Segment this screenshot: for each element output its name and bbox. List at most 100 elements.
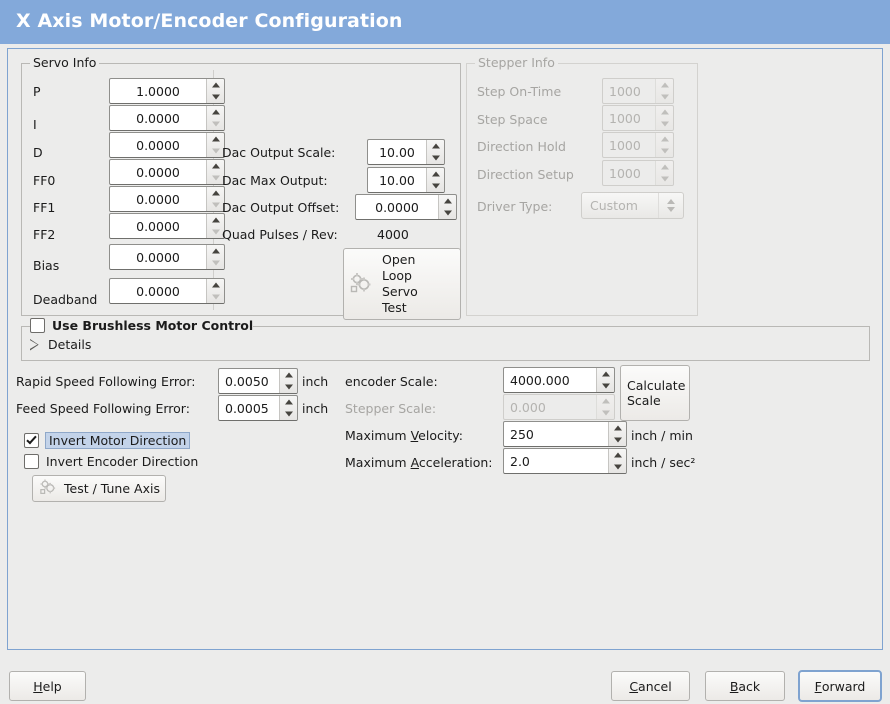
spin-ff0-value[interactable]: 0.0000 (136, 164, 180, 180)
spin-ff0[interactable]: 0.0000 (109, 159, 225, 185)
chevron-updown-icon[interactable] (658, 193, 683, 218)
spin-p-buttons[interactable] (206, 79, 224, 103)
spin-maximum-velocity[interactable]: 250 (503, 421, 627, 447)
spin-step-space-buttons[interactable] (655, 106, 673, 130)
spin-i-up-icon[interactable] (207, 106, 224, 118)
spin-dac-output-offset-buttons[interactable] (438, 195, 456, 219)
spin-dac-output-offset-down-icon[interactable] (439, 207, 456, 219)
spin-stepper-scale-buttons[interactable] (596, 395, 614, 419)
spin-dac-output-scale-up-icon[interactable] (427, 140, 444, 152)
spin-maximum-velocity-buttons[interactable] (608, 422, 626, 446)
spin-maximum-acceleration-up-icon[interactable] (609, 449, 626, 461)
driver-type-value[interactable]: Custom (590, 198, 638, 213)
spin-dac-output-offset[interactable]: 0.0000 (355, 194, 457, 220)
spin-ff0-buttons[interactable] (206, 160, 224, 184)
spin-p-up-icon[interactable] (207, 79, 224, 91)
checkbox-box-invert-encoder[interactable] (24, 454, 39, 469)
spin-rapid-following-error-buttons[interactable] (279, 369, 297, 393)
spin-ff1[interactable]: 0.0000 (109, 186, 225, 212)
spin-i-value[interactable]: 0.0000 (136, 110, 180, 126)
spin-d-buttons[interactable] (206, 133, 224, 157)
spin-deadband-value[interactable]: 0.0000 (136, 283, 180, 299)
spin-ff2[interactable]: 0.0000 (109, 213, 225, 239)
spin-maximum-acceleration-buttons[interactable] (608, 449, 626, 473)
spin-direction-hold[interactable]: 1000 (602, 132, 674, 158)
spin-step-space-down-icon[interactable] (656, 118, 673, 130)
spin-bias[interactable]: 0.0000 (109, 244, 225, 270)
spin-maximum-acceleration[interactable]: 2.0 (503, 448, 627, 474)
spin-bias-value[interactable]: 0.0000 (136, 249, 180, 265)
checkbox-box-invert-motor[interactable] (24, 433, 39, 448)
spin-step-on-time-down-icon[interactable] (656, 91, 673, 103)
spin-dac-max-output[interactable]: 10.00 (367, 167, 445, 193)
spin-i[interactable]: 0.0000 (109, 105, 225, 131)
spin-dac-max-output-value[interactable]: 10.00 (379, 172, 415, 188)
spin-dac-max-output-buttons[interactable] (426, 168, 444, 192)
spin-step-on-time[interactable]: 1000 (602, 78, 674, 104)
spin-step-space-value[interactable]: 1000 (609, 110, 641, 126)
triangle-right-icon[interactable] (30, 339, 39, 351)
spin-i-buttons[interactable] (206, 106, 224, 130)
spin-bias-buttons[interactable] (206, 245, 224, 269)
spin-deadband-buttons[interactable] (206, 279, 224, 303)
spin-dac-max-output-up-icon[interactable] (427, 168, 444, 180)
spin-direction-setup-down-icon[interactable] (656, 173, 673, 185)
open-loop-servo-test-button[interactable]: Open Loop Servo Test (343, 248, 461, 320)
spin-encoder-scale-value[interactable]: 4000.000 (510, 372, 570, 388)
spin-direction-hold-value[interactable]: 1000 (609, 137, 641, 153)
driver-type-combo[interactable]: Custom (581, 192, 684, 219)
spin-direction-setup-value[interactable]: 1000 (609, 165, 641, 181)
test-tune-axis-button[interactable]: Test / Tune Axis (32, 475, 166, 502)
spin-maximum-velocity-up-icon[interactable] (609, 422, 626, 434)
spin-dac-output-scale-value[interactable]: 10.00 (379, 144, 415, 160)
spin-step-space[interactable]: 1000 (602, 105, 674, 131)
spin-bias-down-icon[interactable] (207, 257, 224, 269)
spin-bias-up-icon[interactable] (207, 245, 224, 257)
spin-ff2-buttons[interactable] (206, 214, 224, 238)
spin-step-on-time-value[interactable]: 1000 (609, 83, 641, 99)
spin-direction-setup-up-icon[interactable] (656, 161, 673, 173)
spin-feed-following-error-buttons[interactable] (279, 396, 297, 420)
spin-ff1-value[interactable]: 0.0000 (136, 191, 180, 207)
invert-motor-direction-checkbox[interactable]: Invert Motor Direction (24, 432, 191, 449)
spin-p[interactable]: 1.0000 (109, 78, 225, 104)
spin-stepper-scale[interactable]: 0.000 (503, 394, 615, 420)
spin-direction-hold-buttons[interactable] (655, 133, 673, 157)
spin-rapid-following-error-value[interactable]: 0.0050 (225, 373, 269, 389)
spin-dac-output-offset-value[interactable]: 0.0000 (375, 199, 419, 215)
spin-stepper-scale-value[interactable]: 0.000 (510, 399, 546, 415)
invert-encoder-direction-checkbox[interactable]: Invert Encoder Direction (24, 454, 198, 469)
spin-ff2-value[interactable]: 0.0000 (136, 218, 180, 234)
spin-deadband-down-icon[interactable] (207, 291, 224, 303)
spin-maximum-acceleration-value[interactable]: 2.0 (510, 453, 530, 469)
spin-rapid-following-error[interactable]: 0.0050 (218, 368, 298, 394)
spin-feed-up-icon[interactable] (280, 396, 297, 408)
spin-ff1-buttons[interactable] (206, 187, 224, 211)
calculate-scale-button[interactable]: Calculate Scale (620, 365, 690, 421)
spin-dac-output-scale[interactable]: 10.00 (367, 139, 445, 165)
spin-encoder-scale-down-icon[interactable] (597, 380, 614, 392)
spin-stepper-scale-up-icon[interactable] (597, 395, 614, 407)
spin-d[interactable]: 0.0000 (109, 132, 225, 158)
spin-encoder-scale[interactable]: 4000.000 (503, 367, 615, 393)
spin-p-down-icon[interactable] (207, 91, 224, 103)
spin-d-value[interactable]: 0.0000 (136, 137, 180, 153)
spin-deadband[interactable]: 0.0000 (109, 278, 225, 304)
spin-direction-hold-down-icon[interactable] (656, 145, 673, 157)
spin-stepper-scale-down-icon[interactable] (597, 407, 614, 419)
spin-feed-down-icon[interactable] (280, 408, 297, 420)
spin-ff0-up-icon[interactable] (207, 160, 224, 172)
spin-d-up-icon[interactable] (207, 133, 224, 145)
spin-dac-output-scale-down-icon[interactable] (427, 152, 444, 164)
use-brushless-checkbox[interactable]: Use Brushless Motor Control (30, 318, 253, 333)
spin-deadband-up-icon[interactable] (207, 279, 224, 291)
checkbox-box-brushless[interactable] (30, 318, 45, 333)
spin-encoder-scale-up-icon[interactable] (597, 368, 614, 380)
spin-dac-max-output-down-icon[interactable] (427, 180, 444, 192)
spin-rapid-up-icon[interactable] (280, 369, 297, 381)
spin-maximum-acceleration-down-icon[interactable] (609, 461, 626, 473)
